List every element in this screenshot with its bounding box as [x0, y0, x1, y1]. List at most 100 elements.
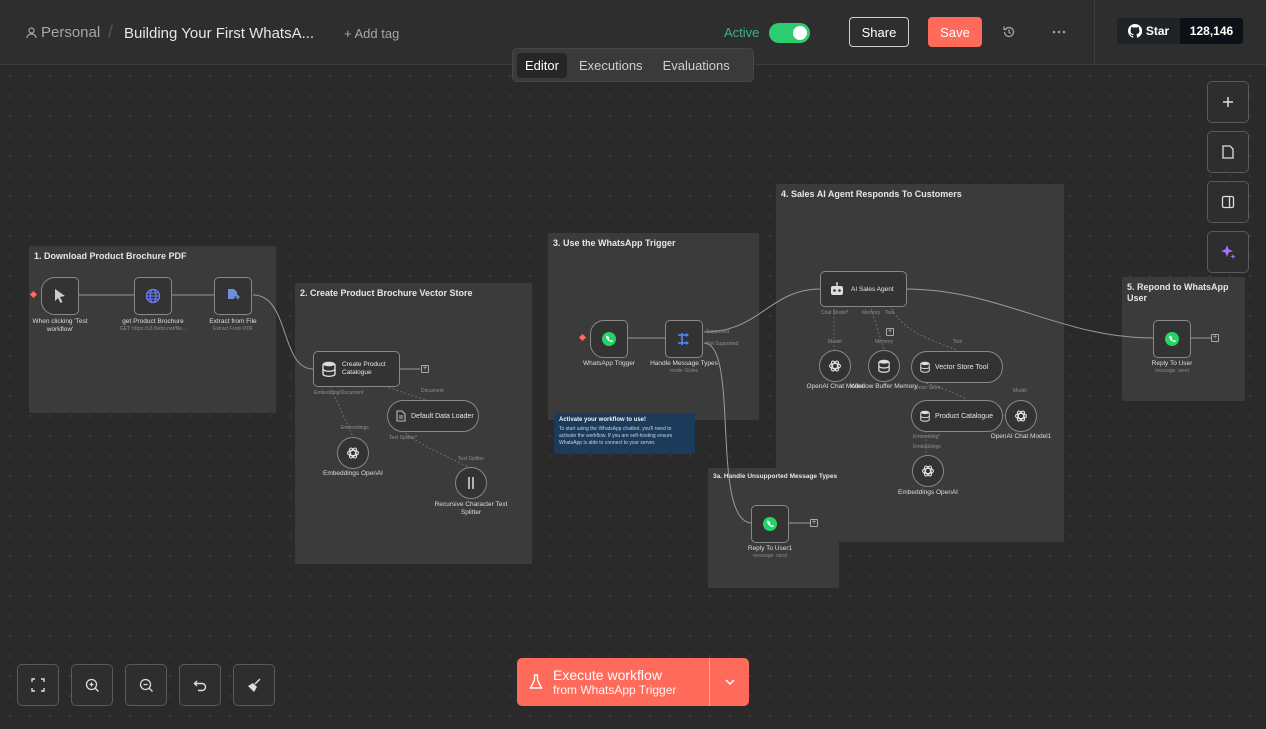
node-reply-user-1[interactable]	[751, 505, 789, 543]
tab-editor[interactable]: Editor	[517, 52, 567, 78]
whatsapp-icon	[602, 332, 616, 346]
node-reply-user-sub: message: send	[1155, 368, 1189, 374]
zoom-in-icon	[85, 678, 99, 692]
zoom-in-button[interactable]	[71, 664, 113, 706]
node-embeddings-1[interactable]	[337, 437, 369, 469]
node-chat-model-1[interactable]	[1005, 400, 1037, 432]
port-label: Text Splitter*	[389, 435, 418, 441]
fit-view-button[interactable]	[17, 664, 59, 706]
node-get-brochure[interactable]	[134, 277, 172, 315]
whatsapp-icon	[1165, 332, 1179, 346]
port-label: Not Supported	[706, 341, 739, 347]
add-node-button[interactable]	[1207, 81, 1249, 123]
add-node-plus[interactable]: +	[886, 328, 894, 336]
tab-evaluations[interactable]: Evaluations	[662, 57, 730, 73]
port-label: Embeddings	[341, 425, 369, 431]
port-label: Embedding/Document	[314, 390, 364, 396]
node-vector-tool[interactable]: Vector Store Tool	[911, 351, 1003, 383]
ai-assistant-button[interactable]	[1207, 231, 1249, 273]
sticky-note-activate[interactable]: Activate your workflow to use! To start …	[554, 413, 695, 454]
node-ai-agent[interactable]: AI Sales Agent	[820, 271, 907, 307]
node-product-catalogue[interactable]: Product Catalogue	[911, 400, 1003, 432]
history-icon[interactable]	[999, 22, 1019, 42]
splitter-icon	[468, 477, 474, 489]
more-options-icon[interactable]	[1049, 22, 1069, 42]
execute-main[interactable]: Execute workflow from WhatsApp Trigger	[517, 658, 709, 706]
sticky-note-3[interactable]: 3. Use the WhatsApp Trigger	[548, 233, 759, 420]
node-chat-model[interactable]	[819, 350, 851, 382]
node-vector-tool-label: Vector Store Tool	[935, 363, 989, 371]
add-node-plus[interactable]: +	[1211, 334, 1219, 342]
node-window-memory[interactable]	[868, 350, 900, 382]
node-handle-types[interactable]	[665, 320, 703, 358]
tidy-up-button[interactable]	[233, 664, 275, 706]
share-button[interactable]: Share	[849, 17, 909, 47]
node-extract-file-sub: Extract From PDF	[212, 326, 253, 332]
node-chat-model-label: OpenAI Chat Model	[806, 383, 864, 390]
database-icon	[920, 410, 930, 422]
node-extract-file[interactable]	[214, 277, 252, 315]
sticky-note-1[interactable]: 1. Download Product Brochure PDF	[29, 246, 276, 413]
node-manual-trigger-label: When clicking 'Test workflow'	[32, 318, 88, 333]
flask-icon	[529, 674, 543, 689]
node-reply-user-1-label: Reply To User1	[747, 545, 793, 552]
toggle-knob	[793, 26, 807, 40]
workflow-title[interactable]: Building Your First WhatsA...	[124, 25, 315, 42]
breadcrumb-project-label: Personal	[41, 24, 101, 41]
database-icon	[322, 361, 336, 377]
panel-icon	[1221, 195, 1235, 209]
port-label: Memory	[875, 339, 894, 345]
toggle-panel-button[interactable]	[1207, 181, 1249, 223]
node-handle-types-sub: mode: Rules	[669, 368, 699, 374]
execute-dropdown[interactable]	[709, 658, 749, 706]
port-label: Embedding*	[913, 434, 941, 440]
node-text-splitter[interactable]	[455, 467, 487, 499]
cursor-icon	[55, 289, 65, 303]
tab-executions[interactable]: Executions	[578, 57, 643, 73]
zoom-out-button[interactable]	[125, 664, 167, 706]
active-label: Active	[724, 25, 760, 40]
chevron-down-icon	[724, 679, 735, 686]
node-get-brochure-label: get Product Brochure	[122, 318, 184, 325]
save-button[interactable]: Save	[928, 17, 982, 47]
add-sticky-button[interactable]	[1207, 131, 1249, 173]
node-reply-user[interactable]	[1153, 320, 1191, 358]
zoom-out-icon	[139, 678, 153, 692]
node-extract-file-label: Extract from File	[209, 318, 257, 325]
globe-icon	[145, 288, 161, 304]
plus-icon	[1223, 97, 1233, 107]
execute-workflow-button[interactable]: Execute workflow from WhatsApp Trigger	[517, 658, 749, 706]
active-toggle[interactable]	[769, 23, 810, 43]
whatsapp-icon	[763, 517, 777, 531]
node-default-loader[interactable]: Default Data Loader	[387, 400, 479, 432]
node-manual-trigger[interactable]	[41, 277, 79, 315]
port-label: Text Splitter	[458, 456, 485, 462]
node-create-catalogue[interactable]: Create Product Catalogue	[313, 351, 400, 387]
openai-icon	[1014, 410, 1028, 422]
reset-zoom-button[interactable]	[179, 664, 221, 706]
connections-layer	[79, 288, 1212, 524]
port-label: Model	[1013, 388, 1027, 394]
node-default-loader-label: Default Data Loader	[411, 412, 474, 420]
add-node-plus[interactable]: +	[810, 519, 818, 527]
node-product-catalogue-label: Product Catalogue	[935, 412, 993, 420]
node-text-splitter-label: Recursive Character Text Splitter	[434, 501, 508, 516]
node-embeddings-2[interactable]	[912, 455, 944, 487]
add-tag-button[interactable]: + Add tag	[344, 26, 400, 41]
sticky-note-icon	[1222, 145, 1234, 159]
port-label: Model	[828, 339, 842, 345]
node-whatsapp-trigger[interactable]	[590, 320, 628, 358]
node-reply-user-label: Reply To User	[1151, 360, 1193, 367]
github-star-button[interactable]: Star 128,146	[1117, 18, 1243, 44]
sparkle-icon	[1221, 245, 1236, 259]
node-handle-types-label: Handle Message Types	[650, 360, 718, 367]
node-reply-user-1-sub: message: send	[753, 553, 787, 559]
github-icon	[1127, 24, 1142, 38]
breadcrumb-project[interactable]: Personal	[26, 24, 100, 41]
fullscreen-icon	[31, 678, 45, 692]
file-export-icon	[228, 289, 240, 300]
add-node-plus[interactable]: +	[421, 365, 429, 373]
robot-icon	[831, 282, 843, 295]
node-whatsapp-trigger-label: WhatsApp Trigger	[582, 360, 636, 367]
